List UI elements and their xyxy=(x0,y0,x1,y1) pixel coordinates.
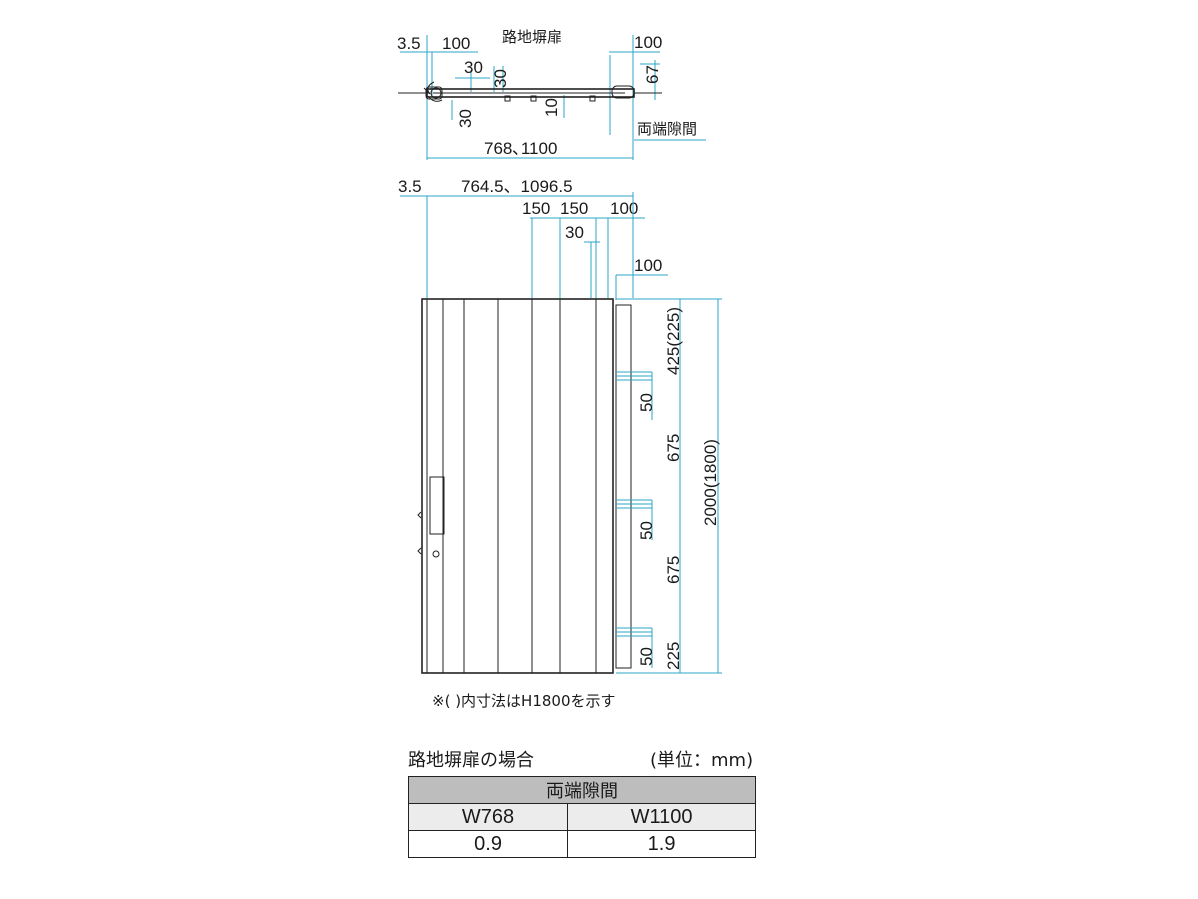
table-row: 0.9 1.9 xyxy=(407,830,756,858)
top-view: 路地塀扉 3.5 100 100 30 30 xyxy=(397,28,706,160)
dim-top-10: 10 xyxy=(542,98,561,117)
dim-front-675-b: 675 xyxy=(664,556,683,584)
dim-front-100-b: 100 xyxy=(634,256,662,275)
dim-top-30-a: 30 xyxy=(464,58,483,77)
dim-front-width: 764.5、1096.5 xyxy=(461,177,573,196)
dim-top-30-c: 30 xyxy=(456,109,475,128)
table-column-row: W768 W1100 xyxy=(407,803,756,831)
dim-front-height: 2000(1800) xyxy=(701,439,720,526)
dim-top-right-100: 100 xyxy=(634,33,662,52)
dim-front-100-a: 100 xyxy=(610,199,638,218)
table-unit: (単位：mm) xyxy=(650,750,754,771)
dim-front-675-a: 675 xyxy=(664,434,683,462)
top-gap-label: 両端隙間 xyxy=(637,120,697,138)
dim-front-50-a: 50 xyxy=(637,393,656,412)
dim-front-225: 225 xyxy=(664,642,683,670)
col-w1100: W1100 xyxy=(567,803,756,831)
dim-top-67: 67 xyxy=(643,65,662,84)
dim-top-30-b: 30 xyxy=(491,69,510,88)
dim-front-50-c: 50 xyxy=(637,647,656,666)
col-w768: W768 xyxy=(407,803,569,831)
dim-top-3-5: 3.5 xyxy=(397,34,421,53)
dim-front-425: 425(225) xyxy=(664,307,683,375)
gap-table: 両端隙間 W768 W1100 0.9 1.9 xyxy=(407,776,756,858)
dim-top-left-100: 100 xyxy=(442,34,470,53)
table-header-row: 両端隙間 xyxy=(408,776,756,804)
dim-front-30: 30 xyxy=(565,223,584,242)
value-w1100: 1.9 xyxy=(567,830,756,858)
dim-front-150-a: 150 xyxy=(522,199,550,218)
front-view: 3.5 764.5、1096.5 150 150 100 30 100 xyxy=(398,177,722,710)
dim-top-width: 768､1100 xyxy=(484,139,557,158)
value-w768: 0.9 xyxy=(407,830,569,858)
dim-front-150-b: 150 xyxy=(560,199,588,218)
table-header: 両端隙間 xyxy=(408,776,756,804)
h1800-note: ※( )内寸法はH1800を示す xyxy=(432,692,616,710)
dim-front-3-5: 3.5 xyxy=(398,177,422,196)
dim-front-50-b: 50 xyxy=(637,521,656,540)
table-caption: 路地塀扉の場合 xyxy=(408,750,534,771)
top-view-title: 路地塀扉 xyxy=(502,28,562,46)
